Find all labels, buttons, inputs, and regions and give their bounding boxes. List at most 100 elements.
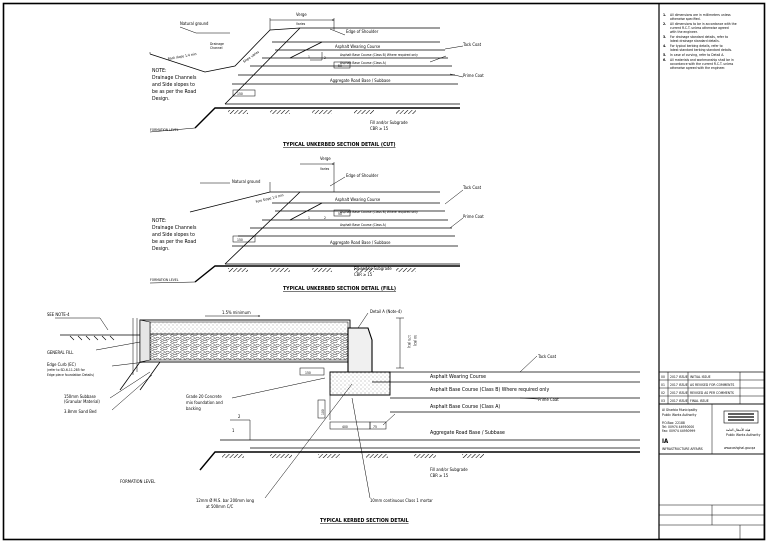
base-course-a-label: Asphalt Base Course (Class A)	[340, 223, 386, 227]
base-course-a-label: Asphalt Base Course (Class A)	[340, 61, 386, 65]
note-line-1: Drainage Channels	[152, 75, 197, 81]
note-line-1: Drainage Channels	[152, 225, 197, 231]
formation-level-label: FORMATION LEVEL	[150, 278, 179, 282]
road-base-label: Aggregate Road Base / Subbase	[330, 240, 391, 245]
arabic-line-2: Public Works Authority	[726, 433, 761, 437]
note-line: latest drainage standard details.	[670, 39, 720, 43]
rev-desc: REVISED AS PER COMMENTS	[690, 391, 734, 395]
ratio-2: 2	[324, 56, 326, 60]
verge-dim: Varies	[320, 167, 330, 171]
arabic-line-1: ﻫﻴﺌﺔ ﺍﻷﺷﻐﺎﻝ ﺍﻟﻌﺎﻣﺔ	[726, 427, 751, 432]
road-base-label: Aggregate Road Base / Subbase	[330, 78, 391, 83]
prime-coat-label: Prime Coat	[463, 214, 484, 219]
rev-date: 2017 ISSUE	[670, 391, 688, 395]
concrete-line-2: mix foundation and	[186, 400, 223, 405]
logo-short: IA	[662, 438, 669, 445]
natural-ground-label: Natural ground	[232, 179, 261, 184]
ratio-1: 1	[232, 428, 235, 433]
dim-box-100	[317, 399, 326, 419]
dim-box-150	[299, 367, 325, 376]
see-note-label: SEE NOTE-4	[47, 312, 70, 317]
authority-line-2: Public Works Authority	[662, 413, 697, 417]
detail-fill-title: TYPICAL UNKERBED SECTION DETAIL (FILL)	[283, 286, 396, 292]
detail-a-label: Detail A (Note-4)	[370, 309, 402, 314]
tack-coat-label: Tack Coat	[462, 185, 482, 190]
ratio-1: 1	[308, 55, 310, 59]
prime-coat-label: Prime Coat	[463, 73, 484, 78]
note-number: 6.	[663, 58, 666, 62]
note-line: current R.C.T. unless otherwise agreed	[670, 26, 729, 30]
wearing-course-label: Asphalt Wearing Course	[335, 197, 381, 202]
edge-curb-line-2: (refer to SD-6-11-285 for	[47, 368, 86, 372]
formation-level-label: FORMATION LEVEL	[150, 128, 179, 132]
edge-of-shoulder-label: Edge of Shoulder	[346, 173, 379, 178]
verge-label: Verge	[296, 12, 307, 17]
subbase-line-1: 150mm Subbase	[64, 394, 97, 399]
note-line: accordance with the current R.C.T. unles…	[670, 62, 734, 66]
fill-subgrade-label: Fill and/or Subgrade	[430, 467, 468, 472]
edge-curb-line-1: Edge Curb (EC)	[47, 362, 76, 367]
dim-vert-1: 175 (R1)	[407, 335, 411, 348]
title-block: 00 2017 ISSUE INITIAL ISSUE 01 2017 ISSU…	[658, 371, 765, 540]
authority-line-1: Al Gharbia Municipality	[662, 408, 698, 412]
dim-box-150	[232, 89, 256, 97]
note-line-4: Design.	[152, 96, 170, 102]
tack-coat-label: Tack Coat	[537, 354, 557, 359]
rev-desc: FINAL ISSUE	[690, 399, 709, 403]
dim-150: 150	[237, 238, 243, 242]
dim-box-50	[333, 209, 351, 217]
cbr-label: CBR ≥ 15	[354, 272, 373, 277]
tack-coat-label: Tack Coat	[462, 42, 482, 47]
dim-150: 150	[237, 92, 243, 96]
note-line: For drainage standard details, refer to	[670, 35, 728, 39]
ratio-2: 2	[324, 216, 326, 220]
rev-date: 2017 ISSUE	[670, 375, 688, 379]
fill-subgrade-label: Fill and/or Subgrade	[370, 120, 408, 125]
back-slope-label: Back slope 1:4 min	[167, 52, 196, 61]
ratio-2: 2	[238, 414, 241, 419]
sand-bed-label: 3.8mm Sand Bed	[64, 409, 97, 414]
rev-no: 02	[661, 391, 665, 395]
rev-desc: INITIAL ISSUE	[690, 375, 711, 379]
note-number: 5.	[663, 53, 666, 57]
note-title: NOTE:	[152, 218, 167, 224]
ratio-1: 1	[308, 216, 310, 220]
dim-box-400	[329, 421, 371, 430]
edge-curb-line-3: Edge piece foundation Details)	[47, 373, 94, 377]
note-line-3: be as per the Road	[152, 239, 196, 245]
website: www.ashghal.gov.qa	[724, 446, 755, 450]
note-line: For typical kerbing details, refer to	[670, 44, 723, 48]
prime-coat-label: Prime Coat	[538, 397, 559, 402]
general-fill-label: GENERAL FILL	[47, 350, 74, 355]
natural-ground-label: Natural ground	[180, 21, 209, 26]
base-course-b-label: Asphalt Base Course (Class B) Where requ…	[340, 53, 418, 57]
note-line: otherwise specified.	[670, 17, 701, 21]
dim-vert-2: 50 (R2)	[413, 335, 417, 346]
po-box: P.O.Box: 22188	[662, 421, 685, 425]
logo-name: INFRASTRUCTURE AFFAIRS	[662, 447, 703, 451]
mortar-label: 10mm continuous Class 1 mortar	[370, 498, 433, 503]
drainage-channel-label-1: Drainage	[210, 42, 224, 46]
dim-100: 100	[321, 409, 325, 415]
fax: Fax: 00974 44950999	[662, 429, 695, 433]
note-line-4: Design.	[152, 246, 170, 252]
road-base-label: Aggregate Road Base / Subbase	[430, 430, 505, 436]
note-line: In case of curving, refer to Detail A.	[670, 53, 724, 57]
cbr-label: CBR ≥ 15	[370, 126, 389, 131]
detail-kerb: SEE NOTE-4 GENERAL FILL 1.5% minimum Det…	[47, 309, 640, 524]
bar-line-1: 12mm Ø M.S. bar 200mm long	[196, 498, 255, 503]
detail-cut: Natural ground Drainage Channel Back slo…	[149, 12, 484, 148]
note-line: otherwise agreed with the engineer.	[670, 66, 725, 70]
dim-150: 150	[305, 371, 311, 375]
cbr-label: CBR ≥ 15	[430, 473, 449, 478]
note-number: 3.	[663, 35, 666, 39]
rev-no: 00	[661, 375, 665, 379]
rev-no: 03	[661, 399, 665, 403]
detail-fill: Natural ground Fore Slope 1:4 min Verge …	[149, 156, 484, 292]
rev-no: 01	[661, 383, 665, 387]
note-line: All dimensions are in millimeters unless	[670, 13, 731, 17]
note-number: 4.	[663, 44, 666, 48]
base-course-b-label: Asphalt Base Course (Class B) Where requ…	[430, 387, 549, 393]
